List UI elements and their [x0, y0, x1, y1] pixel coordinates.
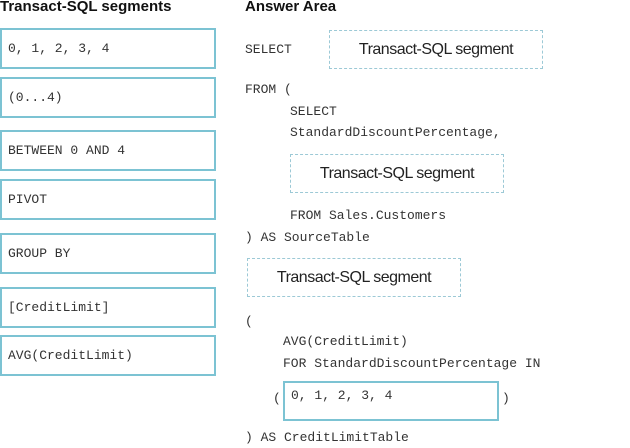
code-right-paren: )	[502, 391, 510, 406]
code-select: SELECT	[245, 42, 292, 57]
segment-between[interactable]: BETWEEN 0 AND 4	[0, 130, 216, 171]
answer-slot-3[interactable]: Transact-SQL segment	[247, 258, 461, 297]
answer-slot-1[interactable]: Transact-SQL segment	[329, 30, 543, 69]
code-inner-select: SELECT	[290, 104, 337, 119]
segment-credit-limit[interactable]: [CreditLimit]	[0, 287, 216, 328]
answer-area-heading: Answer Area	[245, 0, 337, 15]
segments-heading: Transact-SQL segments	[0, 0, 172, 15]
segment-group-by[interactable]: GROUP BY	[0, 233, 216, 274]
code-from-sales: FROM Sales.Customers	[290, 208, 447, 223]
code-source-table: ) AS SourceTable	[245, 230, 370, 245]
code-from: FROM (	[245, 82, 292, 97]
code-column: StandardDiscountPercentage,	[290, 125, 501, 140]
answer-slot-4-filled[interactable]: 0, 1, 2, 3, 4	[283, 381, 499, 421]
segment-avg[interactable]: AVG(CreditLimit)	[0, 335, 216, 376]
answer-slot-2[interactable]: Transact-SQL segment	[290, 154, 504, 193]
code-for-in: FOR StandardDiscountPercentage IN	[283, 356, 541, 371]
code-open-paren: (	[245, 314, 253, 329]
code-avg: AVG(CreditLimit)	[283, 334, 408, 349]
segment-values[interactable]: 0, 1, 2, 3, 4	[0, 28, 216, 69]
segment-range[interactable]: (0...4)	[0, 77, 216, 118]
segment-pivot[interactable]: PIVOT	[0, 179, 216, 220]
code-credit-table: ) AS CreditLimitTable	[245, 430, 409, 445]
code-left-paren: (	[273, 391, 281, 406]
